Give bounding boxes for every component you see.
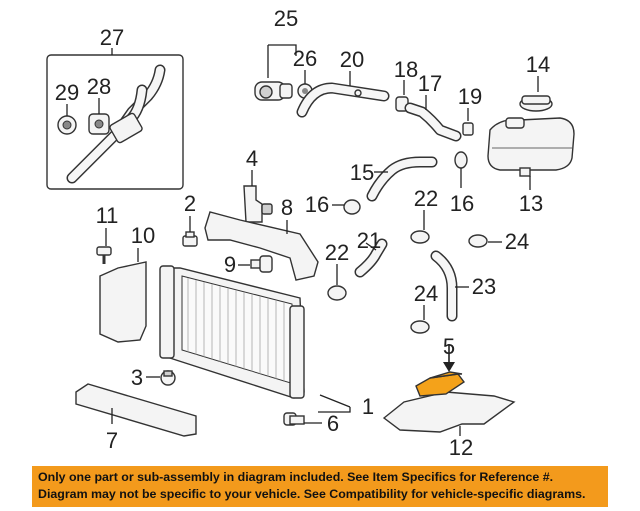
part-22-clamp-a [410,230,430,244]
callout-1: 1 [362,394,374,419]
part-6-drain [283,412,305,426]
callout-13: 13 [519,191,543,216]
part-7-deflector [75,383,197,437]
part-10-deflector [99,261,147,343]
callout-10: 10 [131,223,155,248]
part-3-pin [160,370,176,386]
part-16-clamp-a [343,199,361,215]
callout-26: 26 [293,46,317,71]
part-8-baffle [204,211,319,281]
part-24-clamp-a [468,234,488,248]
callout-11: 11 [96,203,119,228]
callout-3: 3 [131,365,143,390]
callout-17: 17 [418,71,442,96]
callout-12: 12 [449,435,473,460]
part-5-highlighted [415,371,466,397]
part-20-clip [354,89,362,97]
part-24-clamp-b [410,320,430,334]
callout-25: 25 [274,6,298,31]
part-25-thermostat-housing [254,81,293,101]
part-13-reservoir [487,117,575,177]
callout-20: 20 [340,47,364,72]
part-16-clamp-b [454,151,468,169]
callout-29: 29 [55,80,79,105]
callout-22b: 22 [325,240,349,265]
callout-27: 27 [100,25,124,50]
callout-24b: 24 [414,281,438,306]
callout-28: 28 [87,74,111,99]
part-19-sensor [462,122,474,136]
part-11-pin [96,246,112,264]
disclaimer-banner: Only one part or sub-assembly in diagram… [32,466,608,507]
callout-7: 7 [106,428,118,453]
part-2-fastener [182,231,198,247]
callout-23: 23 [472,274,496,299]
disclaimer-line-1: Only one part or sub-assembly in diagram… [38,470,554,484]
callout-9: 9 [224,252,236,277]
callout-24a: 24 [505,229,529,254]
part-22-clamp-b [327,285,347,301]
callout-15: 15 [350,160,374,185]
exploded-parts-diagram: 27 29 28 25 26 20 18 17 19 14 13 15 16 1… [46,6,575,460]
callout-2: 2 [184,191,196,216]
callout-6: 6 [327,411,339,436]
callout-22a: 22 [414,186,438,211]
disclaimer-line-2: Diagram may not be specific to your vehi… [38,487,586,501]
callout-16a: 16 [305,192,329,217]
callout-14: 14 [526,52,550,77]
callout-5: 5 [443,334,455,359]
part-9-bolt [250,255,273,273]
part-14-cap [519,95,553,112]
callout-19: 19 [458,84,482,109]
callout-4: 4 [246,146,258,171]
callout-8: 8 [281,195,293,220]
callout-16b: 16 [450,191,474,216]
inset-27 [46,48,184,190]
part-27-outlet [109,112,143,144]
callout-18: 18 [394,57,418,82]
part-12-panel [382,391,516,433]
part-1-radiator [159,265,305,399]
callout-21: 21 [357,228,381,253]
part-4-bracket [243,185,273,223]
